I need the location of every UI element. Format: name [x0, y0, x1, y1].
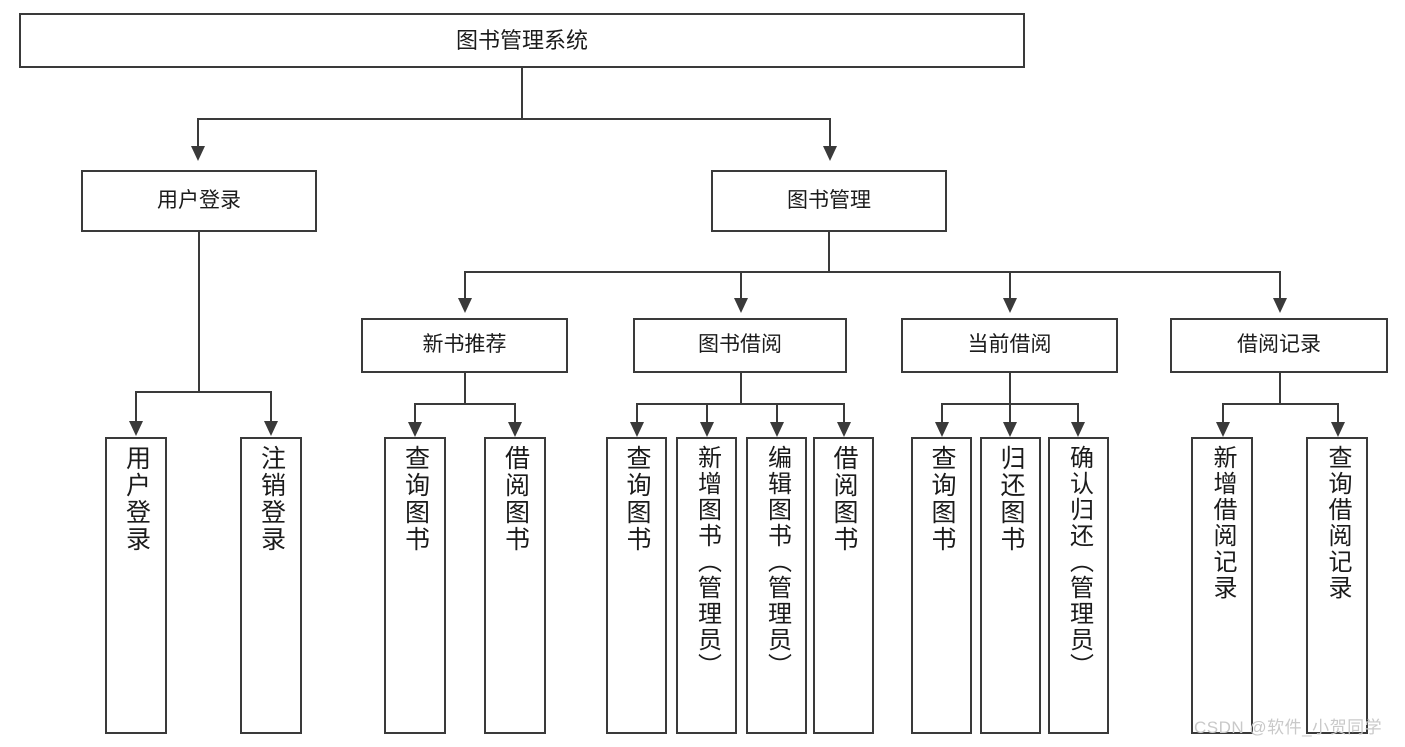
- arrow-to-leaf-borrow-book-1: [508, 422, 522, 437]
- connector-root-stem: [521, 68, 523, 119]
- node-book-manage[interactable]: 图书管理: [711, 170, 947, 232]
- arrow-to-leaf-add-book: [700, 422, 714, 437]
- connector-to-leaf-user-login: [135, 391, 137, 421]
- connector-to-user-login: [197, 118, 199, 146]
- arrow-to-current-borrow: [1003, 298, 1017, 313]
- leaf-add-borrow-record[interactable]: 新增借阅记录: [1191, 437, 1253, 734]
- connector-user-login-bus: [135, 391, 272, 393]
- node-label: 确认归还（管理员）: [1065, 445, 1093, 679]
- leaf-add-book[interactable]: 新增图书（管理员）: [676, 437, 737, 734]
- connector-to-book-manage: [829, 118, 831, 146]
- leaf-confirm-return[interactable]: 确认归还（管理员）: [1048, 437, 1109, 734]
- connector-to-leaf-edit-book: [776, 403, 778, 422]
- leaf-borrow-book-1[interactable]: 借阅图书: [484, 437, 546, 734]
- node-label: 查询借阅记录: [1324, 445, 1351, 601]
- arrow-to-new-book-rec: [458, 298, 472, 313]
- connector-book-borrow-stem: [740, 373, 742, 404]
- connector-to-leaf-return-book: [1009, 403, 1011, 422]
- node-new-book-recommend[interactable]: 新书推荐: [361, 318, 568, 373]
- arrow-to-leaf-return-book: [1003, 422, 1017, 437]
- connector-to-leaf-query-book-2: [636, 403, 638, 422]
- leaf-return-book[interactable]: 归还图书: [980, 437, 1041, 734]
- arrow-to-leaf-add-record: [1216, 422, 1230, 437]
- arrow-to-leaf-logout: [264, 421, 278, 436]
- node-label: 新书推荐: [422, 333, 507, 357]
- connector-to-leaf-add-record: [1222, 403, 1224, 422]
- connector-level2-bus: [197, 118, 831, 120]
- connector-book-borrow-bus: [636, 403, 843, 405]
- node-label: 图书管理系统: [455, 27, 588, 53]
- node-label: 当前借阅: [967, 333, 1052, 357]
- arrow-to-book-borrow: [734, 298, 748, 313]
- node-book-borrow[interactable]: 图书借阅: [633, 318, 847, 373]
- node-label: 编辑图书（管理员）: [763, 445, 791, 679]
- node-label: 借阅图书: [830, 445, 858, 553]
- leaf-logout[interactable]: 注销登录: [240, 437, 302, 734]
- node-label: 借阅记录: [1237, 333, 1321, 357]
- arrow-to-book-manage: [823, 146, 837, 161]
- node-user-login[interactable]: 用户登录: [81, 170, 317, 232]
- node-label: 查询图书: [623, 445, 651, 553]
- node-label: 图书管理: [787, 188, 871, 212]
- node-label: 归还图书: [997, 445, 1025, 553]
- leaf-query-book-3[interactable]: 查询图书: [911, 437, 972, 734]
- connector-to-book-borrow: [740, 271, 742, 298]
- arrow-to-leaf-query-book-1: [408, 422, 422, 437]
- connector-to-leaf-query-book-1: [414, 403, 416, 422]
- node-borrow-record[interactable]: 借阅记录: [1170, 318, 1388, 373]
- node-label: 借阅图书: [501, 445, 530, 553]
- node-label: 新增图书（管理员）: [693, 445, 721, 679]
- arrow-to-leaf-query-book-2: [630, 422, 644, 437]
- leaf-borrow-book-2[interactable]: 借阅图书: [813, 437, 874, 734]
- arrow-to-leaf-query-book-3: [935, 422, 949, 437]
- connector-new-book-rec-stem: [464, 373, 466, 404]
- connector-to-leaf-borrow-book-1: [514, 403, 516, 422]
- connector-to-leaf-query-record: [1337, 403, 1339, 422]
- leaf-query-borrow-record[interactable]: 查询借阅记录: [1306, 437, 1368, 734]
- connector-borrow-record-stem: [1279, 373, 1281, 404]
- arrow-to-leaf-borrow-book-2: [837, 422, 851, 437]
- node-label: 用户登录: [157, 188, 241, 212]
- connector-to-borrow-record: [1279, 271, 1281, 298]
- connector-to-leaf-add-book: [706, 403, 708, 422]
- arrow-to-leaf-confirm-return: [1071, 422, 1085, 437]
- node-label: 查询图书: [928, 445, 956, 553]
- arrow-to-user-login: [191, 146, 205, 161]
- connector-level3-bus: [464, 271, 1280, 273]
- connector-to-new-book-rec: [464, 271, 466, 298]
- leaf-query-book-2[interactable]: 查询图书: [606, 437, 667, 734]
- arrow-to-borrow-record: [1273, 298, 1287, 313]
- arrow-to-leaf-user-login: [129, 421, 143, 436]
- node-label: 注销登录: [257, 445, 286, 553]
- arrow-to-leaf-query-record: [1331, 422, 1345, 437]
- connector-to-leaf-confirm-return: [1077, 403, 1079, 422]
- leaf-user-login[interactable]: 用户登录: [105, 437, 167, 734]
- connector-new-book-rec-bus: [414, 403, 515, 405]
- node-current-borrow[interactable]: 当前借阅: [901, 318, 1118, 373]
- connector-to-leaf-query-book-3: [941, 403, 943, 422]
- arrow-to-leaf-edit-book: [770, 422, 784, 437]
- node-label: 图书借阅: [698, 333, 782, 357]
- connector-to-current-borrow: [1009, 271, 1011, 298]
- connector-to-leaf-logout: [270, 391, 272, 421]
- connector-book-manage-stem: [828, 232, 830, 272]
- leaf-query-book-1[interactable]: 查询图书: [384, 437, 446, 734]
- connector-user-login-stem: [198, 232, 200, 392]
- csdn-watermark: CSDN @软件_小贺同学: [1194, 718, 1383, 737]
- node-label: 查询图书: [401, 445, 430, 553]
- leaf-edit-book[interactable]: 编辑图书（管理员）: [746, 437, 807, 734]
- connector-to-leaf-borrow-book-2: [843, 403, 845, 422]
- node-label: 用户登录: [122, 445, 151, 553]
- connector-current-borrow-stem: [1009, 373, 1011, 404]
- node-label: 新增借阅记录: [1209, 445, 1236, 601]
- connector-borrow-record-bus: [1222, 403, 1338, 405]
- node-root-system[interactable]: 图书管理系统: [19, 13, 1025, 68]
